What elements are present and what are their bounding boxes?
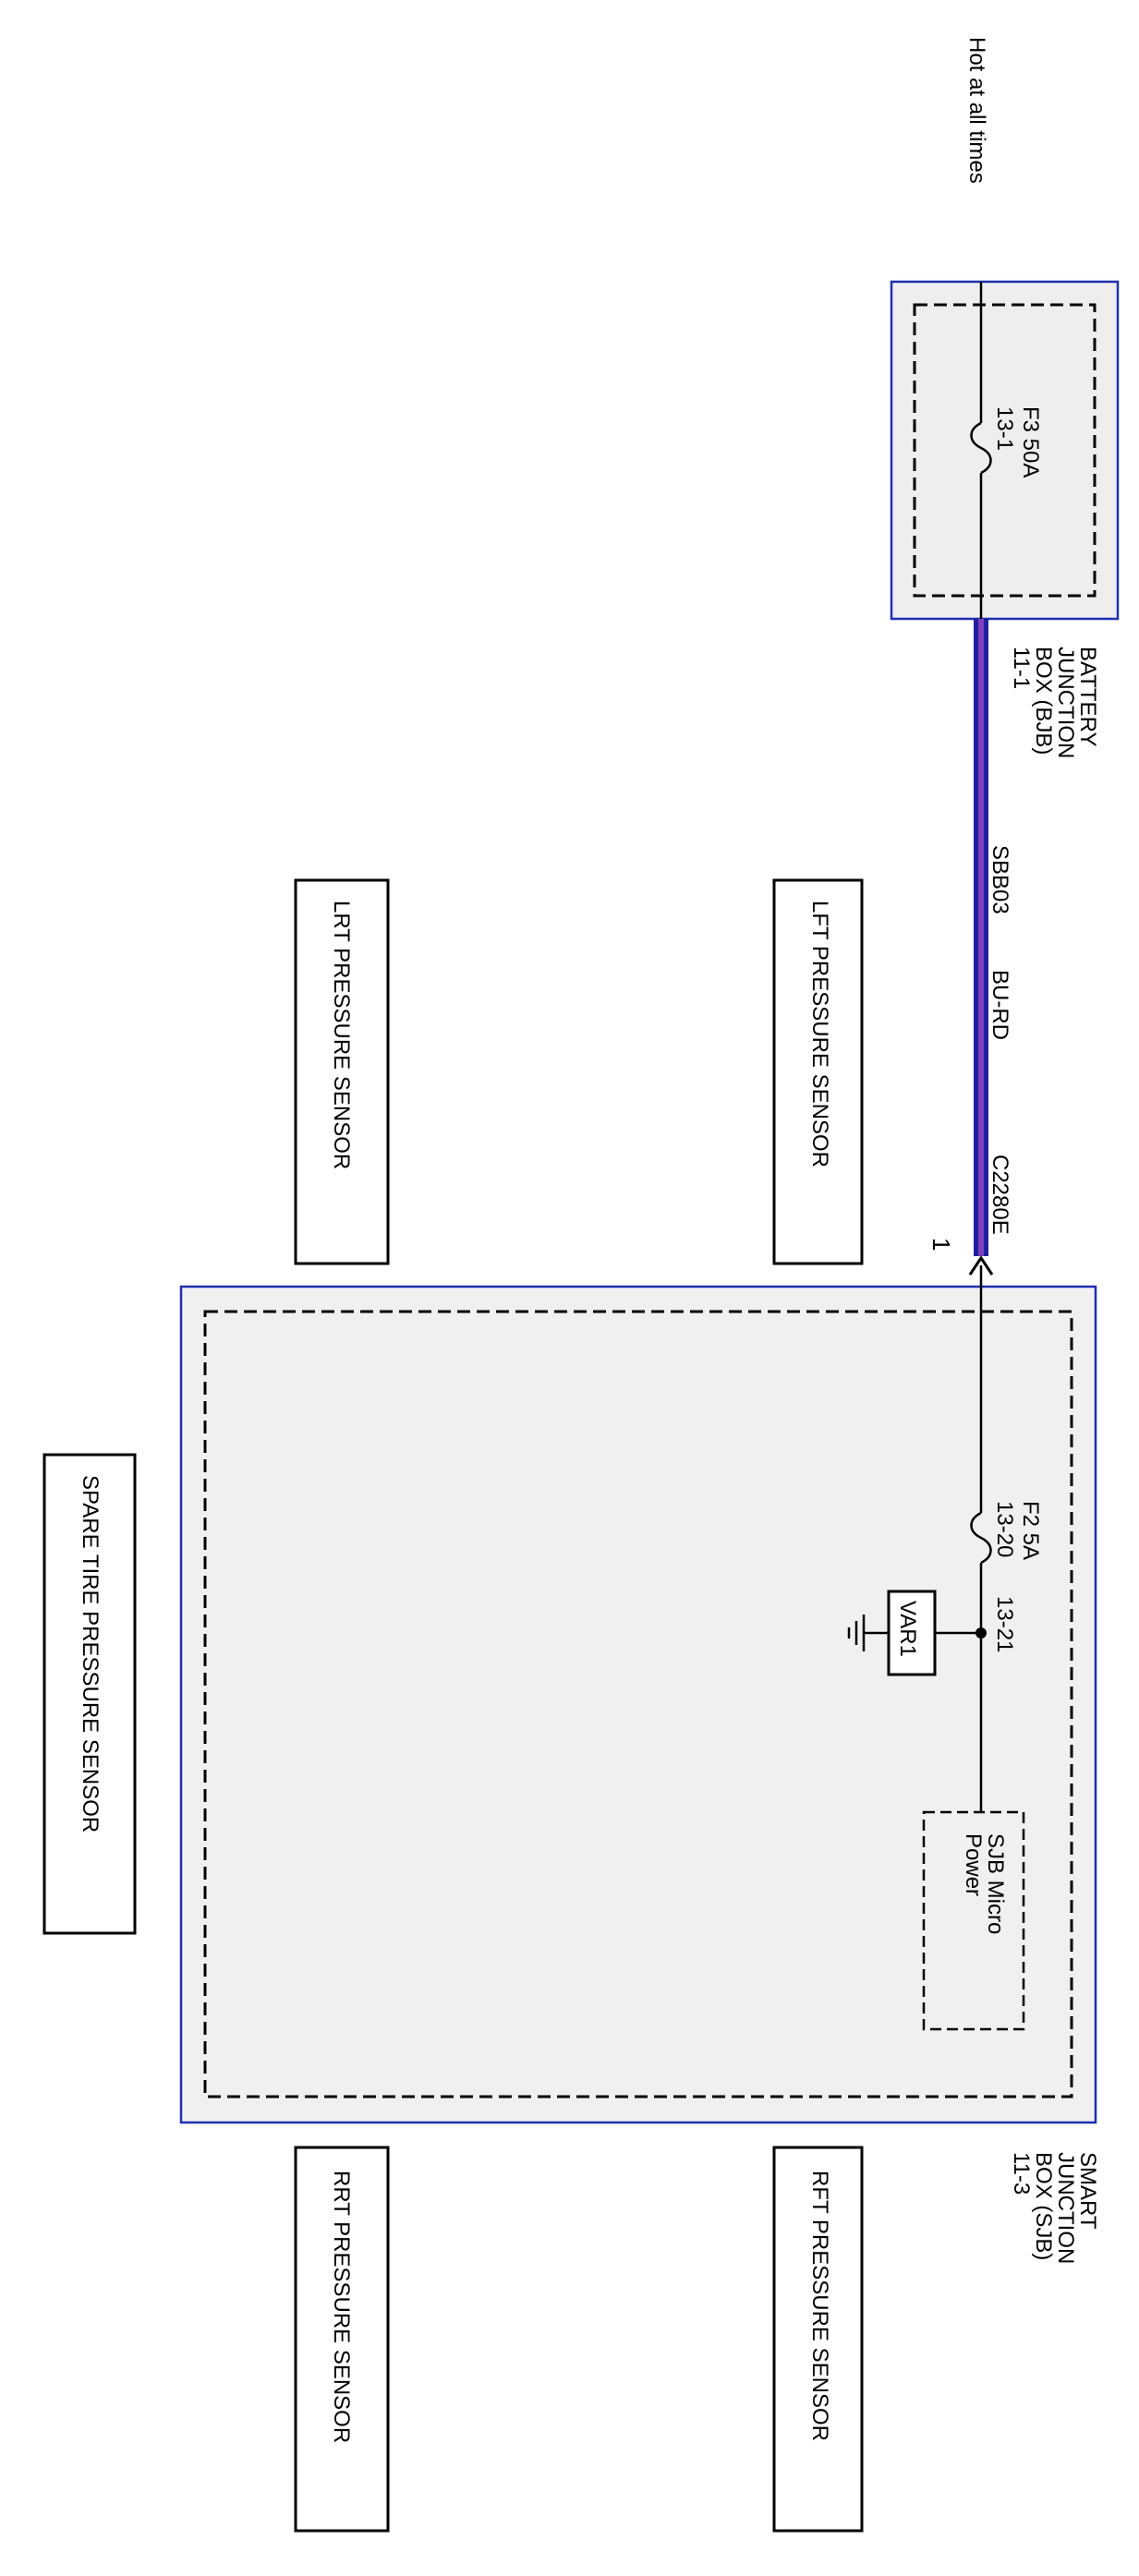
rft-pressure-sensor: RFT PRESSURE SENSOR <box>772 2146 864 2533</box>
bjb-name-line-1: BATTERY <box>1075 647 1100 746</box>
sjb-micro-power-label: SJB Micro Power <box>961 1833 1008 1934</box>
spare-sensor-label: SPARE TIRE PRESSURE SENSOR <box>78 1475 103 1832</box>
fuse-f2-label: F2 5A <box>1018 1501 1043 1560</box>
sjb-micro-line-2: Power <box>961 1833 986 1896</box>
sjb-micro-power-box <box>922 1810 1025 2031</box>
varistor-var1-box <box>887 1590 937 1676</box>
rrt-sensor-box <box>294 2146 390 2533</box>
splice-pin-label: 13-21 <box>992 1596 1017 1652</box>
fuse-f3-label: F3 50A <box>1018 406 1043 478</box>
sjb-inner-dashed <box>203 1310 1073 2098</box>
spare-tire-pressure-sensor: SPARE TIRE PRESSURE SENSOR <box>42 1453 137 1935</box>
fuse-f2-pin: 13-20 <box>992 1501 1017 1557</box>
lrt-pressure-sensor: LRT PRESSURE SENSOR <box>294 878 390 1265</box>
lft-sensor-label: LFT PRESSURE SENSOR <box>807 901 832 1167</box>
bjb-name-line-4: 11-1 <box>1009 647 1034 689</box>
fuse-f3-pin: 13-1 <box>992 406 1017 451</box>
rft-sensor-box <box>772 2146 864 2533</box>
bjb-inner-dashed <box>913 303 1097 598</box>
sjb-micro-line-1: SJB Micro <box>983 1833 1008 1934</box>
fuse-f3-icon <box>970 421 992 475</box>
varistor-var1-label: VAR1 <box>895 1601 920 1657</box>
bjb-name-line-2: JUNCTION <box>1053 647 1078 758</box>
rrt-sensor-label: RRT PRESSURE SENSOR <box>329 2171 354 2443</box>
wire-circuit-label: SBB03 <box>988 845 1012 914</box>
rft-sensor-label: RFT PRESSURE SENSOR <box>807 2171 832 2441</box>
power-source-note: Hot at all times <box>964 37 989 184</box>
ground-icon <box>847 1615 866 1651</box>
battery-junction-box <box>890 280 1120 621</box>
lft-pressure-sensor: LFT PRESSURE SENSOR <box>772 878 864 1265</box>
smart-junction-box <box>179 1285 1097 2124</box>
wire-color-label: BU-RD <box>988 970 1012 1040</box>
connector-c2280e-icon <box>968 1255 994 1276</box>
sjb-name: SMART JUNCTION BOX (SJB) 11-3 <box>1009 2152 1100 2264</box>
bjb-name: BATTERY JUNCTION BOX (BJB) 11-1 <box>1009 647 1100 758</box>
connector-pin-label: 1 <box>927 1238 955 1251</box>
sjb-name-line-4: 11-3 <box>1009 2152 1034 2195</box>
rrt-pressure-sensor: RRT PRESSURE SENSOR <box>294 2146 390 2533</box>
connector-label: C2280E <box>988 1155 1012 1235</box>
spare-sensor-box <box>42 1453 137 1935</box>
wire-sbb03 <box>974 619 988 1256</box>
bjb-outline <box>890 280 1120 621</box>
sjb-name-line-1: SMART <box>1075 2152 1100 2230</box>
fuse-f2-icon <box>970 1511 992 1565</box>
wire-sbb03-purple <box>978 619 984 1256</box>
lrt-sensor-label: LRT PRESSURE SENSOR <box>329 901 354 1169</box>
sjb-name-line-2: JUNCTION <box>1053 2152 1078 2264</box>
sjb-outline <box>179 1285 1097 2124</box>
sjb-name-line-3: BOX (SJB) <box>1031 2152 1056 2260</box>
lrt-sensor-box <box>294 878 390 1265</box>
bjb-name-line-3: BOX (BJB) <box>1031 647 1056 755</box>
lft-sensor-box <box>772 878 864 1265</box>
